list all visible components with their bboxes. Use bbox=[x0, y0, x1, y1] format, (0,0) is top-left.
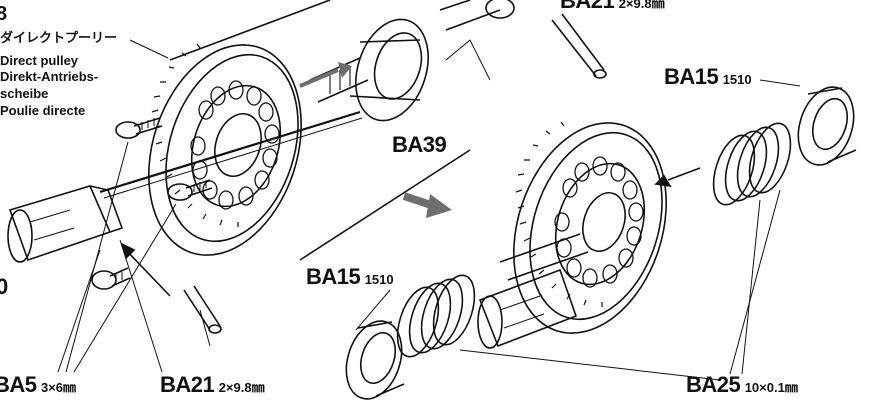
right-cup-joint bbox=[477, 233, 589, 349]
screws-ba5 bbox=[91, 117, 213, 290]
ba25-code: BA25 bbox=[686, 372, 741, 397]
label-ba39: BA39 bbox=[392, 132, 447, 157]
pulley-desc-de: Direkt-Antriebs- bbox=[0, 69, 99, 84]
pulley-desc-en: Direct pulley bbox=[0, 53, 79, 68]
ba21-top-size: 2×9.8㎜ bbox=[618, 0, 665, 11]
pulley-desc-fr: Poulie directe bbox=[0, 103, 86, 118]
ba21-top-code: BA21 bbox=[560, 0, 615, 13]
leaders-left bbox=[57, 39, 211, 373]
pin-ba21-bottom bbox=[183, 285, 222, 334]
springs-ba25 bbox=[396, 122, 792, 358]
pulley-desc-de2: scheibe bbox=[0, 86, 49, 101]
label-ba15-bottom: BA15 1510 bbox=[306, 266, 394, 288]
ba15-top-code: BA15 bbox=[664, 64, 719, 89]
label-ba21-top: BA21 2×9.8㎜ bbox=[560, 0, 665, 12]
pulley-desc-jp: ダイレクトプーリー bbox=[0, 30, 118, 45]
label-ba5: BA5 3×6㎜ bbox=[0, 374, 76, 396]
step-number: 8 bbox=[0, 3, 7, 25]
ba5-code: BA5 bbox=[0, 372, 37, 397]
bearings-ba15 bbox=[345, 86, 857, 400]
right-pulley bbox=[513, 121, 667, 334]
label-ba15-top: BA15 1510 bbox=[664, 66, 752, 88]
left-cup-joint bbox=[7, 185, 124, 263]
ba15-bottom-code: BA15 bbox=[306, 264, 361, 289]
ba21-bottom-size: 2×9.8㎜ bbox=[218, 380, 265, 395]
left-mark: 0 bbox=[0, 274, 8, 299]
ba25-size: 10×0.1㎜ bbox=[744, 380, 798, 395]
left-pulley bbox=[99, 0, 607, 261]
label-ba25: BA25 10×0.1㎜ bbox=[686, 374, 798, 396]
ba5-size: 3×6㎜ bbox=[40, 380, 77, 395]
ba21-bottom-code: BA21 bbox=[160, 372, 215, 397]
leaders-right bbox=[355, 79, 801, 381]
ba15-top-size: 1510 bbox=[722, 72, 752, 87]
ba15-bottom-size: 1510 bbox=[364, 272, 394, 287]
label-ba21-bottom: BA21 2×9.8㎜ bbox=[160, 374, 265, 396]
